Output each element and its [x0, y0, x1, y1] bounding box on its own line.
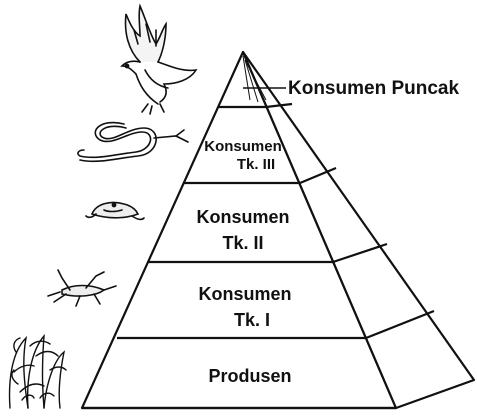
- label-konsumen-tk2: Konsumen Tk. II: [178, 204, 308, 256]
- label-konsumen-puncak-text: Konsumen Puncak: [288, 78, 477, 101]
- plant-icon: [10, 336, 66, 408]
- label-konsumen-tk1-line2: Tk. I: [180, 307, 310, 333]
- label-konsumen-tk2-line2: Tk. II: [178, 230, 308, 256]
- label-konsumen-tk3-line2: Tk. III: [188, 156, 298, 174]
- label-produsen-text: Produsen: [185, 366, 315, 388]
- eagle-icon: [122, 6, 196, 114]
- label-produsen: Produsen: [185, 366, 315, 388]
- label-konsumen-tk3-line1: Konsumen: [188, 138, 298, 156]
- label-konsumen-tk1: Konsumen Tk. I: [180, 281, 310, 333]
- label-konsumen-tk2-line1: Konsumen: [178, 204, 308, 230]
- label-konsumen-puncak: Konsumen Puncak: [288, 78, 477, 101]
- grasshopper-icon: [48, 270, 116, 306]
- frog-icon: [86, 202, 144, 219]
- label-konsumen-tk3: Konsumen Tk. III: [188, 138, 298, 174]
- snake-icon: [78, 123, 188, 162]
- label-konsumen-tk1-line1: Konsumen: [180, 281, 310, 307]
